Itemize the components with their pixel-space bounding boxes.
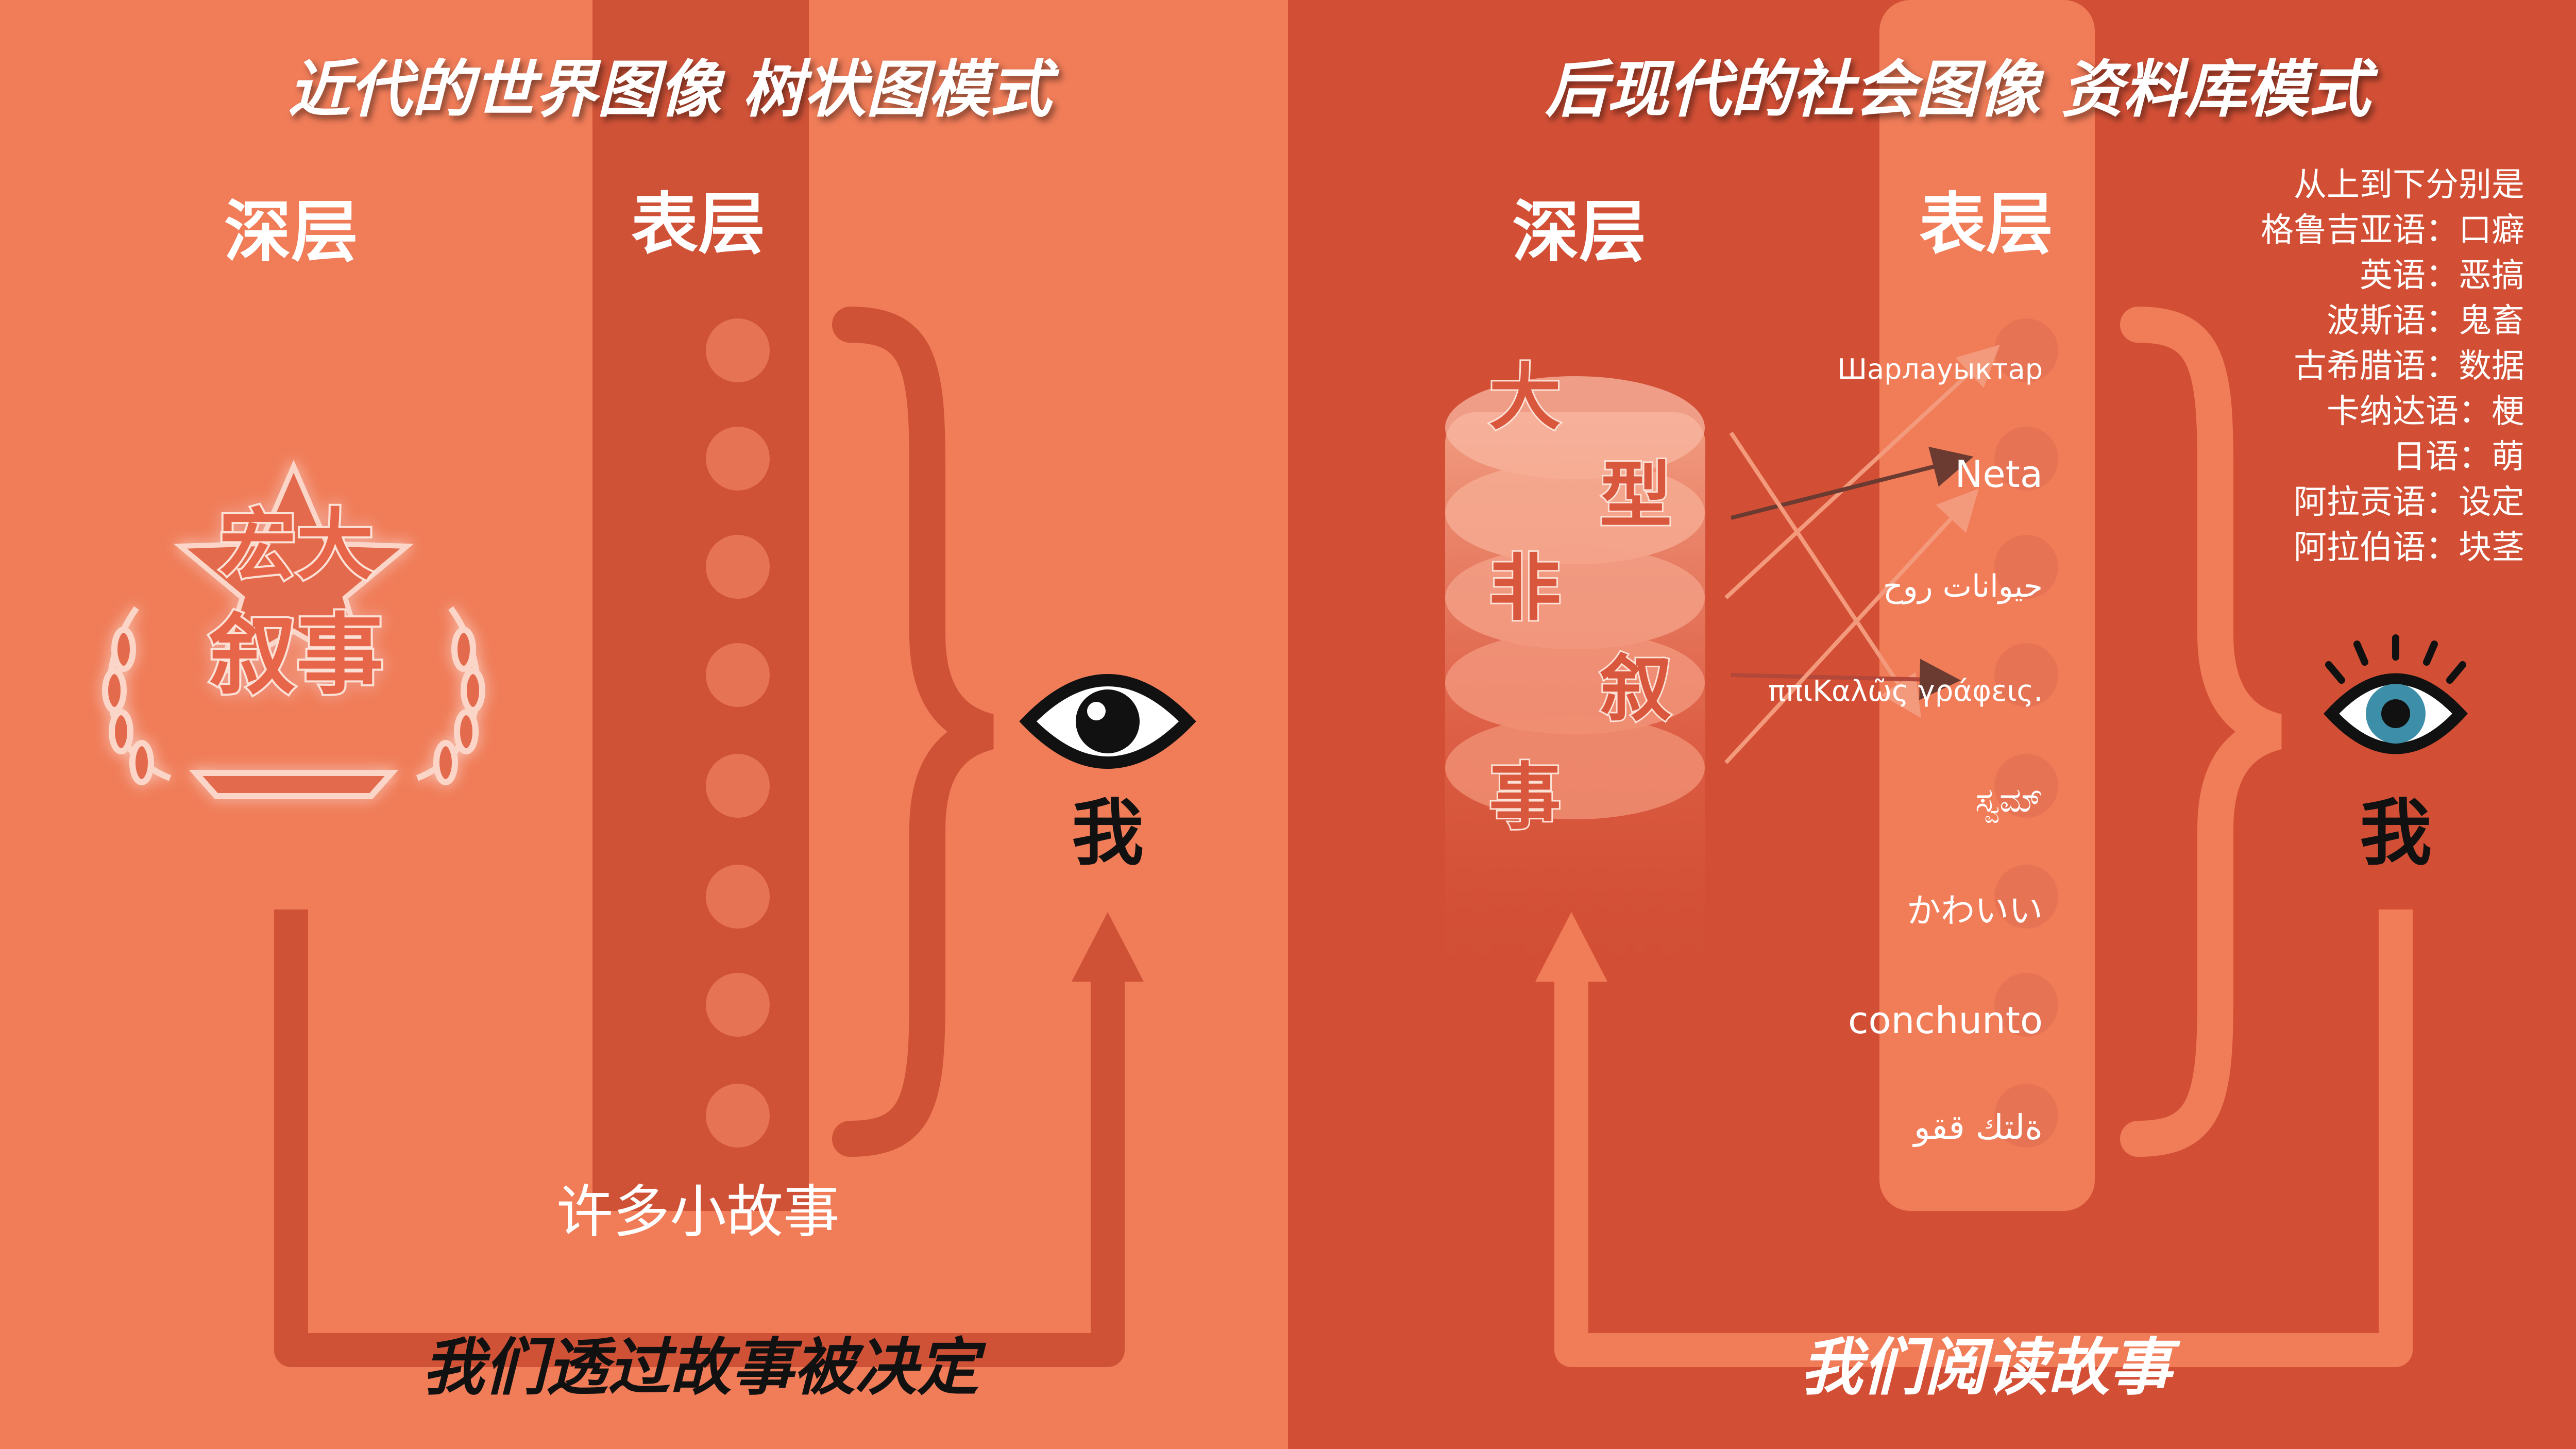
- notes-line: 波斯语：鬼畜: [2327, 302, 2524, 340]
- notes-line: 英语：恶搞: [2360, 257, 2524, 295]
- stack-disk: [1445, 461, 1705, 564]
- left-self-label: 我: [1072, 791, 1144, 875]
- story-dot: [706, 427, 770, 491]
- story-dot: [706, 973, 770, 1037]
- stack-char: 事: [1489, 755, 1561, 839]
- word-label: Шарлауыктар: [1837, 353, 2043, 385]
- word-label: かわいい: [1907, 891, 2043, 931]
- stack-char: 叙: [1600, 647, 1672, 731]
- notes-line: 古希腊语：数据: [2294, 347, 2524, 385]
- word-label: ππιΚαλῶς γράφεις.: [1768, 675, 2043, 708]
- word-label: conchunto: [1848, 999, 2043, 1042]
- notes-line: 从上到下分别是: [2294, 166, 2524, 204]
- grand-narrative-emblem: 宏大 叙事: [102, 460, 485, 799]
- right-eye-icon: [2324, 634, 2468, 754]
- notes-line: 卡纳达语：梗: [2327, 393, 2524, 431]
- language-notes: 从上到下分别是 格鲁吉亚语：口癖 英语：恶搞 波斯语：鬼畜 古希腊语：数据 卡纳…: [2261, 166, 2524, 567]
- right-deep-label: 深层: [1512, 193, 1646, 271]
- stack-char: 大: [1489, 356, 1561, 440]
- emblem-text-line1: 宏大: [219, 500, 374, 591]
- stack-disk: [1445, 716, 1705, 819]
- left-bottom-caption: 我们透过故事被决定: [422, 1332, 987, 1404]
- word-dot: [1994, 754, 2058, 818]
- right-surface-label: 表层: [1919, 185, 2053, 263]
- right-curly-brace: [2120, 307, 2282, 1157]
- story-dot: [706, 1084, 770, 1148]
- right-self-label: 我: [2360, 791, 2432, 875]
- stack-char: 型: [1600, 453, 1672, 538]
- right-word-dots: [1994, 318, 2058, 1148]
- word-dot: [1994, 427, 2058, 491]
- left-surface-label: 表层: [631, 185, 765, 263]
- arrow-line: [1731, 659, 1961, 700]
- notes-line: 日语：萌: [2393, 438, 2524, 476]
- left-small-story-dots: [706, 318, 770, 1148]
- small-stories-label: 许多小故事: [556, 1179, 840, 1245]
- word-label: Neta: [1955, 452, 2043, 496]
- word-label: حيوانات روح: [1883, 568, 2043, 604]
- right-title: 后现代的社会图像 资料库模式: [1545, 54, 2379, 126]
- crossing-arrows: [1724, 345, 2000, 764]
- left-deep-label: 深层: [224, 193, 358, 271]
- word-dot: [1994, 1084, 2058, 1148]
- word-dot: [1994, 973, 2058, 1037]
- story-dot: [706, 643, 770, 707]
- left-title: 近代的世界图像 树状图模式: [288, 54, 1060, 126]
- notes-line: 阿拉伯语：块茎: [2294, 529, 2524, 567]
- arrow-line: [1731, 446, 1974, 520]
- arrow-line: [1724, 488, 1979, 764]
- star-icon: [173, 460, 414, 681]
- arrow-line: [1724, 345, 2000, 599]
- stack-char: 非: [1489, 546, 1561, 631]
- word-dot: [1994, 318, 2058, 382]
- left-arrowhead-icon: [1072, 912, 1144, 982]
- emblem-text-line2: 叙事: [209, 603, 384, 706]
- notes-line: 格鲁吉亚语：口癖: [2261, 211, 2524, 249]
- right-arrowhead-icon: [1535, 912, 1607, 982]
- stack-disk: [1445, 631, 1705, 734]
- left-panel: 近代的世界图像 树状图模式 深层 表层: [0, 0, 1288, 1449]
- right-flow-arrow: [1554, 909, 2413, 1367]
- word-dot: [1994, 865, 2058, 929]
- laurel-wreath-icon: [102, 606, 485, 799]
- word-dot: [1994, 643, 2058, 707]
- notes-line: 阿拉贡语：设定: [2294, 483, 2524, 521]
- database-stack: 大 型 非 叙 事: [1445, 354, 1705, 989]
- surface-words: Шарлауыктар Neta حيوانات روح ππιΚαλῶς γρ…: [1768, 353, 2043, 1147]
- story-dot: [706, 535, 770, 599]
- arrow-line: [1729, 431, 1921, 718]
- stack-disk: [1445, 546, 1705, 649]
- story-dot: [706, 754, 770, 818]
- right-panel: 后现代的社会图像 资料库模式 深层 表层 大 型 非 叙: [1288, 0, 2576, 1449]
- story-dot: [706, 318, 770, 382]
- right-bottom-caption: 我们阅读故事: [1801, 1332, 2181, 1404]
- story-dot: [706, 865, 770, 929]
- word-label: ةلتك ققو: [1912, 1107, 2043, 1147]
- left-curly-brace: [832, 307, 994, 1157]
- word-dot: [1994, 535, 2058, 599]
- left-flow-arrow: [274, 909, 1125, 1367]
- left-surface-strip: [592, 0, 809, 1211]
- word-label: ಸ್ವಮ್: [1975, 780, 2043, 823]
- left-eye-icon: [1019, 674, 1196, 769]
- stack-disk: [1445, 376, 1705, 479]
